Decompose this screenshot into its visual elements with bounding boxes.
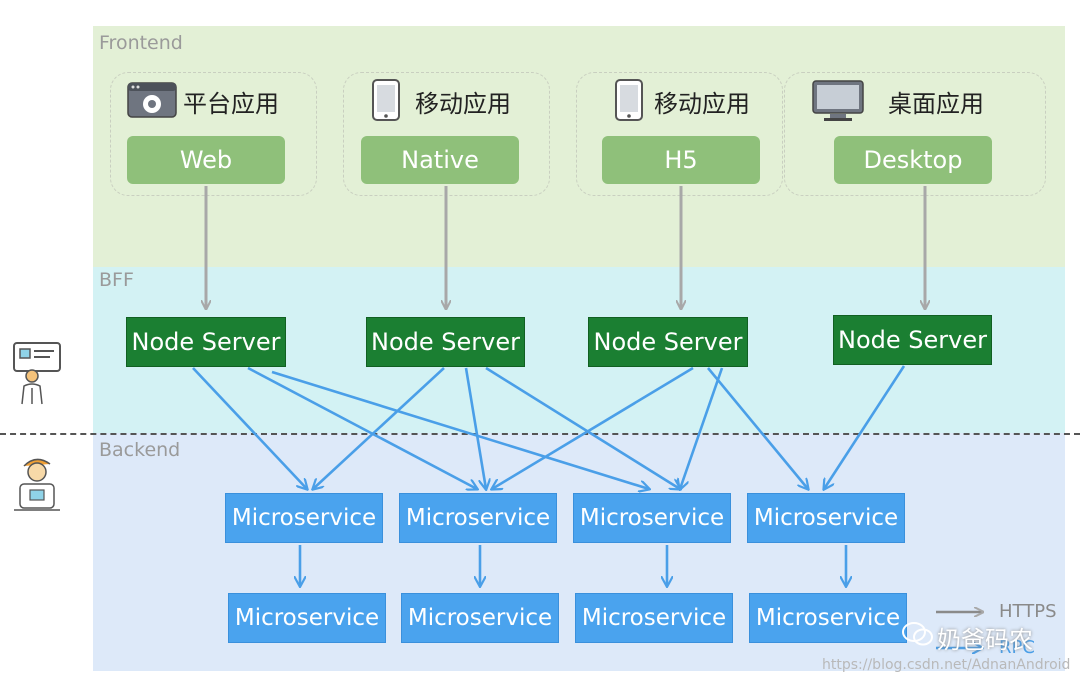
legend-https-label: HTTPS (999, 601, 1057, 622)
client-group-web (110, 72, 317, 196)
phone-icon (615, 79, 643, 121)
watermark-url: https://blog.csdn.net/AdnanAndroid (822, 657, 1071, 673)
client-title-web: 平台应用 (183, 90, 279, 118)
wechat-icon (902, 622, 933, 646)
phone-icon (372, 79, 400, 121)
bff-backend-divider (0, 433, 1080, 435)
microservice-row1: Microservice (399, 493, 557, 543)
client-title-h5: 移动应用 (654, 90, 750, 118)
frontend-layer-label: Frontend (99, 32, 183, 54)
microservice-row2: Microservice (401, 593, 559, 643)
web-client-box: Web (127, 136, 285, 184)
microservice-row1: Microservice (573, 493, 731, 543)
client-group-desktop (784, 72, 1046, 196)
microservice-row2: Microservice (228, 593, 386, 643)
bff-layer-label: BFF (99, 269, 134, 291)
node-server-web: Node Server (126, 317, 286, 367)
native-client-box: Native (361, 136, 519, 184)
h5-client-box: H5 (602, 136, 760, 184)
microservice-row1: Microservice (747, 493, 905, 543)
microservice-row2: Microservice (749, 593, 907, 643)
watermark-brand: 奶爸码农 (937, 626, 1033, 654)
client-title-native: 移动应用 (415, 90, 511, 118)
node-server-h5: Node Server (588, 317, 748, 367)
microservice-row1: Microservice (225, 493, 383, 543)
desktop-client-box: Desktop (834, 136, 992, 184)
client-title-desktop: 桌面应用 (888, 90, 984, 118)
frontend-developer-icon (13, 342, 61, 405)
backend-developer-icon (14, 458, 60, 511)
microservice-row2: Microservice (575, 593, 733, 643)
backend-layer-label: Backend (99, 439, 181, 461)
node-server-desktop: Node Server (833, 315, 992, 365)
node-server-native: Node Server (366, 317, 525, 367)
monitor-icon (812, 80, 864, 121)
legend-rpc-label: RPC (999, 637, 1035, 658)
browser-icon (127, 82, 177, 118)
